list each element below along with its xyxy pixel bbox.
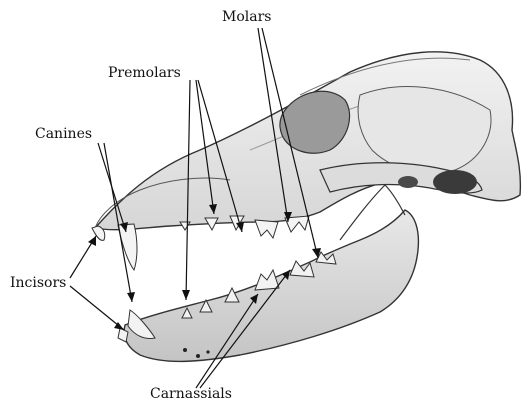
label-molars: Molars [222, 10, 271, 24]
label-premolars: Premolars [108, 66, 181, 80]
auditory-region [433, 170, 477, 194]
label-carnassials: Carnassials [150, 387, 232, 401]
label-canines: Canines [35, 127, 92, 141]
label-incisors: Incisors [10, 276, 66, 290]
